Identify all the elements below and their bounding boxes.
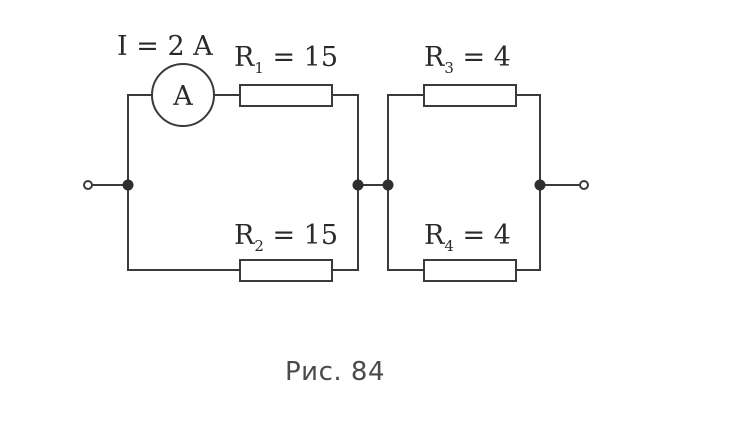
- r3-label: R3 = 4: [424, 42, 511, 77]
- r1-letter: R: [234, 42, 255, 73]
- r4-letter: R: [424, 220, 445, 251]
- r2-letter: R: [234, 220, 255, 251]
- r3-index: 3: [444, 59, 454, 77]
- resistor-r3: [423, 84, 517, 107]
- ammeter-symbol: A: [172, 81, 193, 112]
- r3-value: = 4: [454, 42, 511, 73]
- current-label: I = 2 A: [117, 31, 213, 62]
- junction-node-middle-right: [382, 179, 394, 191]
- r4-index: 4: [444, 237, 454, 255]
- resistor-r2: [239, 259, 333, 282]
- r3-letter: R: [424, 42, 445, 73]
- r4-value: = 4: [454, 220, 511, 251]
- output-terminal-icon: [579, 180, 589, 190]
- r1-value: = 15: [264, 42, 338, 73]
- figure-caption: Рис. 84: [285, 357, 385, 387]
- junction-node-right: [534, 179, 546, 191]
- r2-index: 2: [254, 237, 264, 255]
- ammeter-icon: [151, 63, 215, 127]
- junction-node-left: [122, 179, 134, 191]
- r1-label: R1 = 15: [234, 42, 338, 77]
- r2-label: R2 = 15: [234, 220, 338, 255]
- r1-index: 1: [254, 59, 264, 77]
- input-terminal-icon: [83, 180, 93, 190]
- junction-node-middle-left: [352, 179, 364, 191]
- r2-value: = 15: [264, 220, 338, 251]
- resistor-r1: [239, 84, 333, 107]
- resistor-r4: [423, 259, 517, 282]
- r4-label: R4 = 4: [424, 220, 511, 255]
